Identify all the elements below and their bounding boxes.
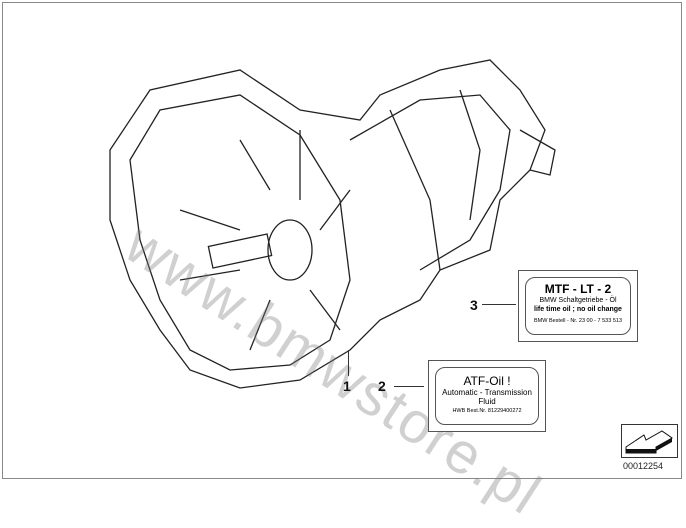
- callout-2: 2: [378, 378, 386, 394]
- leader-line-3: [482, 304, 516, 305]
- arrow-icon: [625, 430, 673, 454]
- callout-1: 1: [343, 378, 351, 394]
- atf-label-line1: Automatic - Transmission: [442, 388, 532, 397]
- orientation-arrow-box: [621, 424, 678, 458]
- diagram-frame: [2, 2, 682, 479]
- mtf-oil-label: MTF - LT - 2 BMW Schaltgetriebe - Öl lif…: [518, 270, 638, 342]
- callout-3: 3: [470, 297, 478, 313]
- atf-label-line2: Fluid: [478, 397, 496, 406]
- atf-label-line3: HWB Best.Nr. 81229400272: [452, 408, 522, 414]
- mtf-label-title: MTF - LT - 2: [544, 282, 612, 296]
- atf-label-title: ATF-Oil !: [463, 374, 511, 388]
- reference-number: 00012254: [623, 461, 664, 471]
- atf-oil-label: ATF-Oil ! Automatic - Transmission Fluid…: [428, 360, 546, 432]
- leader-line-1: [348, 350, 349, 376]
- transmission-illustration: [109, 59, 556, 389]
- mtf-label-line1: BMW Schaltgetriebe - Öl: [539, 297, 617, 304]
- mtf-label-line2: life time oil ; no oil change: [534, 306, 622, 313]
- mtf-label-line3: BMW Bestell - Nr. 23 00 - 7 533 513: [533, 318, 623, 324]
- leader-line-2: [394, 386, 424, 387]
